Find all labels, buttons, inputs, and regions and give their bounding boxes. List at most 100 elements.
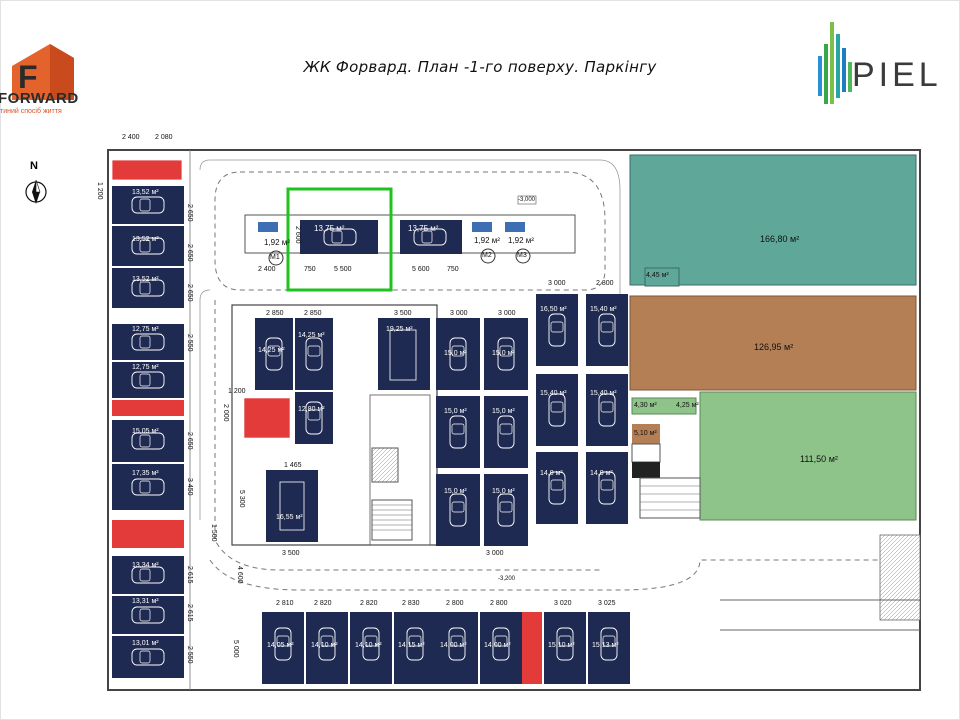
forward-logo-word: FORWARD [0, 90, 79, 107]
stall-label: 14,0 м² [540, 470, 563, 477]
piel-logo-word: PIEL [852, 56, 942, 94]
stall-label: 14,25 м² [258, 347, 285, 354]
stall-label: 14,25 м² [298, 332, 325, 339]
left-stall-label: 13,52 м² [132, 189, 159, 196]
dimension: 1 200 [96, 182, 103, 200]
dimension: 5 300 [238, 490, 245, 508]
left-stall-label: 13,31 м² [132, 598, 159, 605]
marker-label: M3 [517, 252, 527, 259]
area-label: 4,30 м² [634, 402, 657, 409]
stall-label: 15,13 м² [592, 642, 619, 649]
dimension: 4 600 [236, 566, 243, 584]
plan-title: ЖК Форвард. План -1-го поверху. Паркінгу [303, 58, 657, 76]
dimension: 3 025 [598, 600, 616, 607]
stall-label: 14,0 м² [590, 470, 613, 477]
stall-label: 16,55 м² [276, 514, 303, 521]
left-stall-label: 12,75 м² [132, 326, 159, 333]
dimension: 2 850 [266, 310, 284, 317]
stall-label: 15,0 м² [444, 488, 467, 495]
dimension: 2 850 [304, 310, 322, 317]
stall-label: 15,40 м² [540, 390, 567, 397]
dimension: 750 [447, 266, 459, 273]
top-stall-label: 13,75 м² [314, 224, 345, 233]
dimension: 3 020 [554, 600, 572, 607]
stall-label: 15,0 м² [492, 488, 515, 495]
area-label: 126,95 м² [754, 342, 794, 352]
dimension: 2 650 [186, 284, 193, 302]
dimension: 3 000 [498, 310, 516, 317]
compass-icon [14, 158, 58, 210]
level-mark: -3,200 [498, 576, 516, 582]
area-label: 5,10 м² [634, 430, 657, 437]
stall-label: 15,0 м² [492, 408, 515, 415]
dimension: 2 550 [186, 646, 193, 664]
dimension: 1 500 [210, 524, 217, 542]
stall-label: 14,10 м² [311, 642, 338, 649]
stall-label: 15,0 м² [492, 350, 515, 357]
forward-logo-tagline: тиний спосіб життя [0, 108, 62, 115]
dimension: 2 650 [186, 432, 193, 450]
stall-label: 14,05 м² [267, 642, 294, 649]
stall-label: 12,80 м² [298, 406, 325, 413]
dimension: 3 500 [282, 550, 300, 557]
marker-label: M1 [270, 254, 280, 261]
dimension: 2 600 [294, 226, 301, 244]
dimension: 3 450 [186, 478, 193, 496]
dimension: 2 820 [314, 600, 332, 607]
stall-label: 15,40 м² [590, 306, 617, 313]
dimension: 3 000 [548, 280, 566, 287]
stall-label: 15,0 м² [444, 408, 467, 415]
dimension: 2 000 [222, 404, 229, 422]
stall-label: 16,50 м² [540, 306, 567, 313]
dimension: 2 800 [490, 600, 508, 607]
dimension: 2 615 [186, 604, 193, 622]
left-stall-label: 13,34 м² [132, 562, 159, 569]
top-stall-label: 1,92 м² [508, 236, 534, 245]
stall-label: 15,40 м² [590, 390, 617, 397]
dimension: 3 000 [486, 550, 504, 557]
dimension: 1 465 [284, 462, 302, 469]
left-stall-label: 12,75 м² [132, 364, 159, 371]
top-stall-label: 1,92 м² [474, 236, 500, 245]
stall-label: 19,25 м² [386, 326, 413, 333]
left-stall-label: 15,05 м² [132, 428, 159, 435]
compass-label: N [30, 160, 38, 172]
dimension: 2 400 [122, 134, 140, 141]
dimension: 2 800 [446, 600, 464, 607]
stall-label: 14,00 м² [484, 642, 511, 649]
stall-label: 14,00 м² [440, 642, 467, 649]
area-label: 4,45 м² [646, 272, 669, 279]
svg-text:F: F [18, 59, 38, 95]
area-label: 4,25 м² [676, 402, 699, 409]
stall-label: 15,10 м² [548, 642, 575, 649]
dimension: 2 080 [155, 134, 173, 141]
dimension: 3 000 [450, 310, 468, 317]
left-stall-label: 17,35 м² [132, 470, 159, 477]
marker-label: M2 [482, 252, 492, 259]
dimension: 5 600 [412, 266, 430, 273]
stall-label: 14,10 м² [355, 642, 382, 649]
dimension: 2 400 [258, 266, 276, 273]
dimension: 5 500 [334, 266, 352, 273]
dimension: 750 [304, 266, 316, 273]
dimension: 2 820 [360, 600, 378, 607]
dimension: 2 810 [276, 600, 294, 607]
left-stall-label: 13,01 м² [132, 640, 159, 647]
area-label: 111,50 м² [800, 454, 838, 464]
dimension: 3 500 [394, 310, 412, 317]
left-stall-label: 13,52 м² [132, 276, 159, 283]
stall-label: 15,0 м² [444, 350, 467, 357]
dimension: 1 200 [228, 388, 246, 395]
dimension: 2 550 [186, 334, 193, 352]
dimension: 2 800 [596, 280, 614, 287]
area-label: 166,80 м² [760, 234, 800, 244]
stall-label: 14,15 м² [398, 642, 425, 649]
forward-logo: F [4, 38, 114, 122]
dimension: 2 830 [402, 600, 420, 607]
level-mark: -3,000 [518, 197, 536, 203]
dimension: 2 650 [186, 204, 193, 222]
piel-logo [810, 14, 960, 114]
dimension: 2 615 [186, 566, 193, 584]
